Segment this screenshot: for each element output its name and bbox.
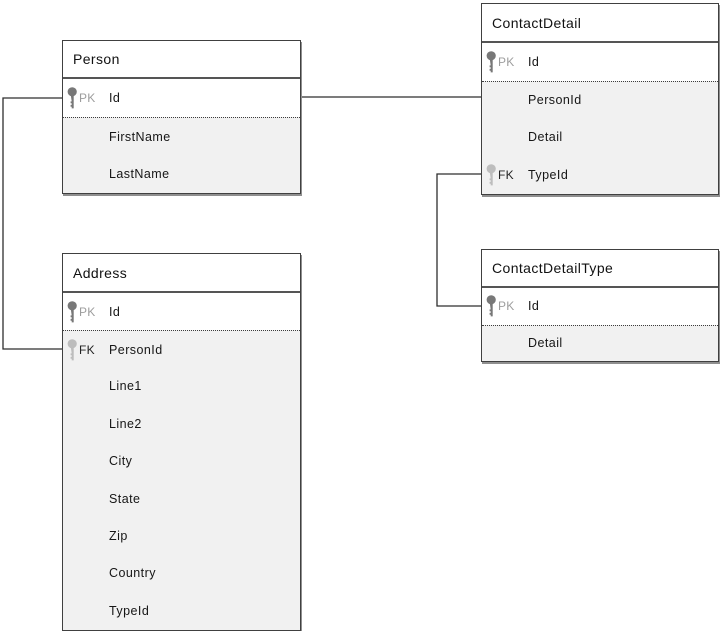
column-name: Line2 xyxy=(109,416,142,431)
key-type-label: PK xyxy=(79,91,96,105)
fk-key-icon xyxy=(486,164,497,186)
table-rows: PK Id FK PersonId Line1 Line2 City State… xyxy=(63,293,300,630)
table-title: ContactDetailType xyxy=(492,260,614,276)
row-contactdetail-personid[interactable]: PersonId xyxy=(482,80,718,119)
key-cell: FK xyxy=(67,338,95,361)
column-name: Detail xyxy=(528,130,563,145)
column-name: Line1 xyxy=(109,379,142,394)
column-name: Id xyxy=(109,91,121,105)
column-name: Detail xyxy=(528,336,563,351)
row-address-city[interactable]: City xyxy=(63,442,300,480)
table-title: Address xyxy=(73,264,128,281)
pk-key-icon xyxy=(486,295,497,317)
table-rows: PK Id FirstName LastName xyxy=(63,79,300,193)
column-name: State xyxy=(109,491,141,506)
entity-address[interactable]: Address PK Id FK PersonId Line1 Line2 Ci… xyxy=(62,253,301,631)
table-header: ContactDetailType xyxy=(482,250,718,288)
table-header: Address xyxy=(63,254,300,293)
column-name: Id xyxy=(109,304,121,319)
key-type-label: PK xyxy=(498,299,515,314)
column-name: Id xyxy=(528,299,540,314)
fk-key-icon xyxy=(67,338,78,361)
key-cell: FK xyxy=(486,164,514,186)
pk-key-icon xyxy=(67,87,78,109)
column-name: TypeId xyxy=(528,168,569,183)
column-name: PersonId xyxy=(528,93,582,108)
row-contactdetailtype-detail[interactable]: Detail xyxy=(482,324,718,361)
table-rows: PK Id Detail xyxy=(482,288,718,361)
entity-person[interactable]: Person PK Id FirstName LastName xyxy=(62,40,301,194)
column-name: TypeId xyxy=(109,603,150,618)
connector-person-address[interactable] xyxy=(2,97,62,350)
row-address-personid[interactable]: FK PersonId xyxy=(63,330,300,368)
key-cell: PK xyxy=(486,51,515,73)
row-contactdetail-detail[interactable]: Detail xyxy=(482,118,718,157)
entity-contactdetail[interactable]: ContactDetail PK Id PersonId Detail FK T… xyxy=(481,3,719,195)
row-person-lastname[interactable]: LastName xyxy=(63,155,300,193)
row-contactdetail-typeid[interactable]: FK TypeId xyxy=(482,156,718,194)
table-header: ContactDetail xyxy=(482,4,718,43)
key-type-label: FK xyxy=(79,342,95,357)
row-address-line2[interactable]: Line2 xyxy=(63,405,300,443)
row-person-firstname[interactable]: FirstName xyxy=(63,117,300,155)
row-address-country[interactable]: Country xyxy=(63,554,300,593)
row-address-typeid[interactable]: TypeId xyxy=(63,592,300,630)
pk-key-icon xyxy=(67,300,78,323)
table-title: Person xyxy=(73,51,120,67)
column-name: PersonId xyxy=(109,342,163,357)
column-name: Country xyxy=(109,566,156,581)
table-title: ContactDetail xyxy=(492,14,582,31)
row-contactdetailtype-id[interactable]: PK Id xyxy=(482,288,718,325)
column-name: Zip xyxy=(109,529,128,544)
row-address-state[interactable]: State xyxy=(63,479,300,518)
key-cell: PK xyxy=(67,300,96,323)
row-address-line1[interactable]: Line1 xyxy=(63,367,300,406)
column-name: Id xyxy=(528,54,540,69)
row-address-zip[interactable]: Zip xyxy=(63,517,300,555)
row-person-id[interactable]: PK Id xyxy=(63,79,300,117)
key-cell: PK xyxy=(486,295,515,317)
key-type-label: PK xyxy=(79,304,96,319)
table-rows: PK Id PersonId Detail FK TypeId xyxy=(482,43,718,194)
key-type-label: PK xyxy=(498,54,515,69)
pk-key-icon xyxy=(486,51,497,73)
column-name: FirstName xyxy=(109,129,171,144)
row-contactdetail-id[interactable]: PK Id xyxy=(482,43,718,81)
column-name: LastName xyxy=(109,167,170,181)
row-address-id[interactable]: PK Id xyxy=(63,293,300,331)
entity-contactdetailtype[interactable]: ContactDetailType PK Id Detail xyxy=(481,249,719,362)
column-name: City xyxy=(109,454,133,469)
key-cell: PK xyxy=(67,87,96,109)
connector-contactdetail-contactdetailtype[interactable] xyxy=(436,173,481,307)
key-type-label: FK xyxy=(498,168,514,183)
table-header: Person xyxy=(63,41,300,79)
